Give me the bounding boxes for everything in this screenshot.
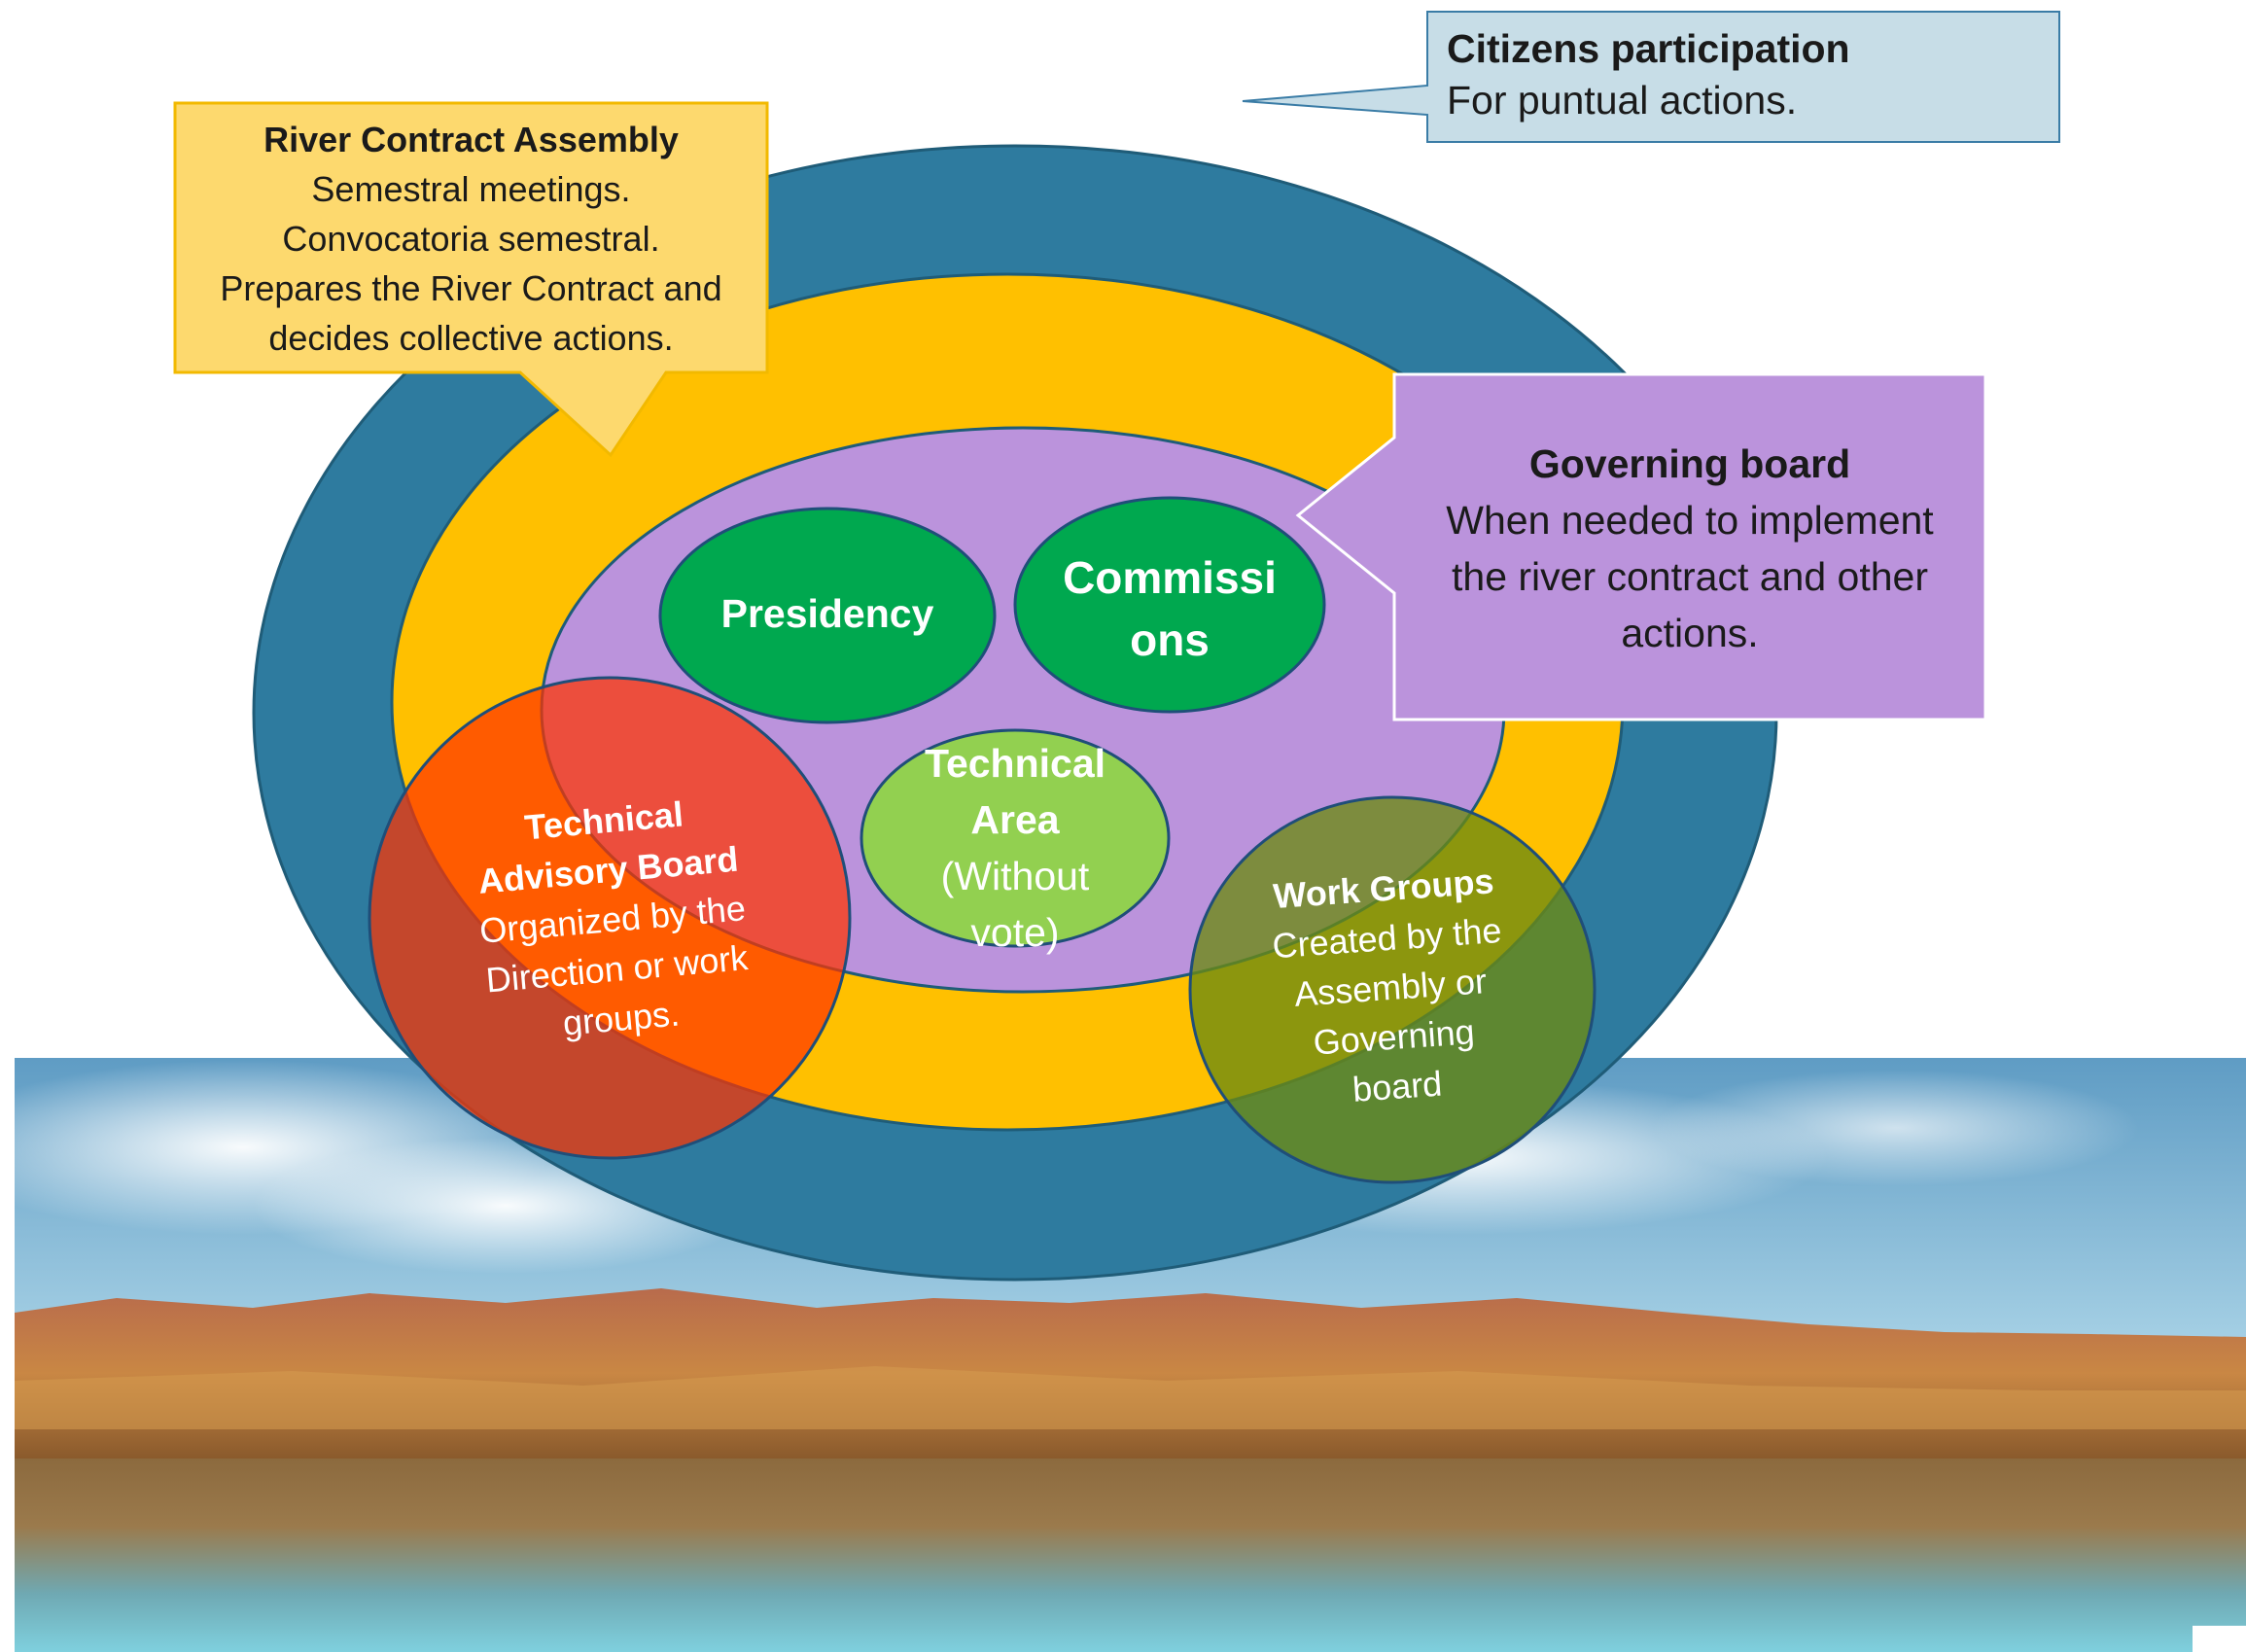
citizens-callout: [1242, 11, 2060, 143]
technical-area-line-3: (Without: [940, 854, 1090, 898]
assembly-line-3: Prepares the River Contract and: [220, 268, 722, 308]
work-groups-circle: [1188, 795, 1597, 1184]
governing-callout: [1295, 372, 1987, 721]
work-groups-label: Work Groups Created by the Assembly or G…: [1208, 852, 1574, 1123]
citizens-title: Citizens participation: [1447, 26, 1850, 71]
commissions-node: [1013, 496, 1326, 714]
assembly-line-4: decides collective actions.: [268, 318, 674, 358]
technical-area-line-4: vote): [970, 910, 1060, 955]
governing-line-1: When needed to implement: [1446, 498, 1934, 543]
assembly-callout: [173, 101, 769, 458]
technical-advisory-circle: [368, 676, 852, 1160]
assembly-line-2: Convocatoria semestral.: [282, 219, 660, 259]
technical-area-label: Technical Area (Without vote): [875, 735, 1155, 961]
commissions-label: Commissi ons: [1031, 546, 1309, 671]
assembly-title: River Contract Assembly: [263, 120, 679, 159]
technical-area-line-2: Area: [970, 797, 1060, 842]
technical-advisory-label: Technical Advisory Board Organized by th…: [408, 779, 818, 1060]
governing-callout-text: Governing board When needed to implement…: [1394, 436, 1985, 661]
governing-line-2: the river contract and other: [1452, 554, 1928, 599]
assembly-callout-text: River Contract Assembly Semestral meetin…: [175, 115, 767, 363]
presidency-node: [658, 507, 997, 724]
commissions-line-1: Commissi: [1063, 552, 1277, 603]
commissions-line-2: ons: [1130, 615, 1210, 665]
citizens-callout-text: Citizens participation For puntual actio…: [1447, 23, 1850, 127]
technical-area-line-1: Technical: [924, 741, 1106, 786]
assembly-line-1: Semestral meetings.: [311, 169, 631, 209]
governing-line-3: actions.: [1621, 611, 1759, 655]
presidency-label: Presidency: [720, 591, 934, 636]
governing-title: Governing board: [1528, 441, 1851, 486]
citizens-line: For puntual actions.: [1447, 78, 1798, 123]
technical-area-node: [860, 728, 1171, 948]
